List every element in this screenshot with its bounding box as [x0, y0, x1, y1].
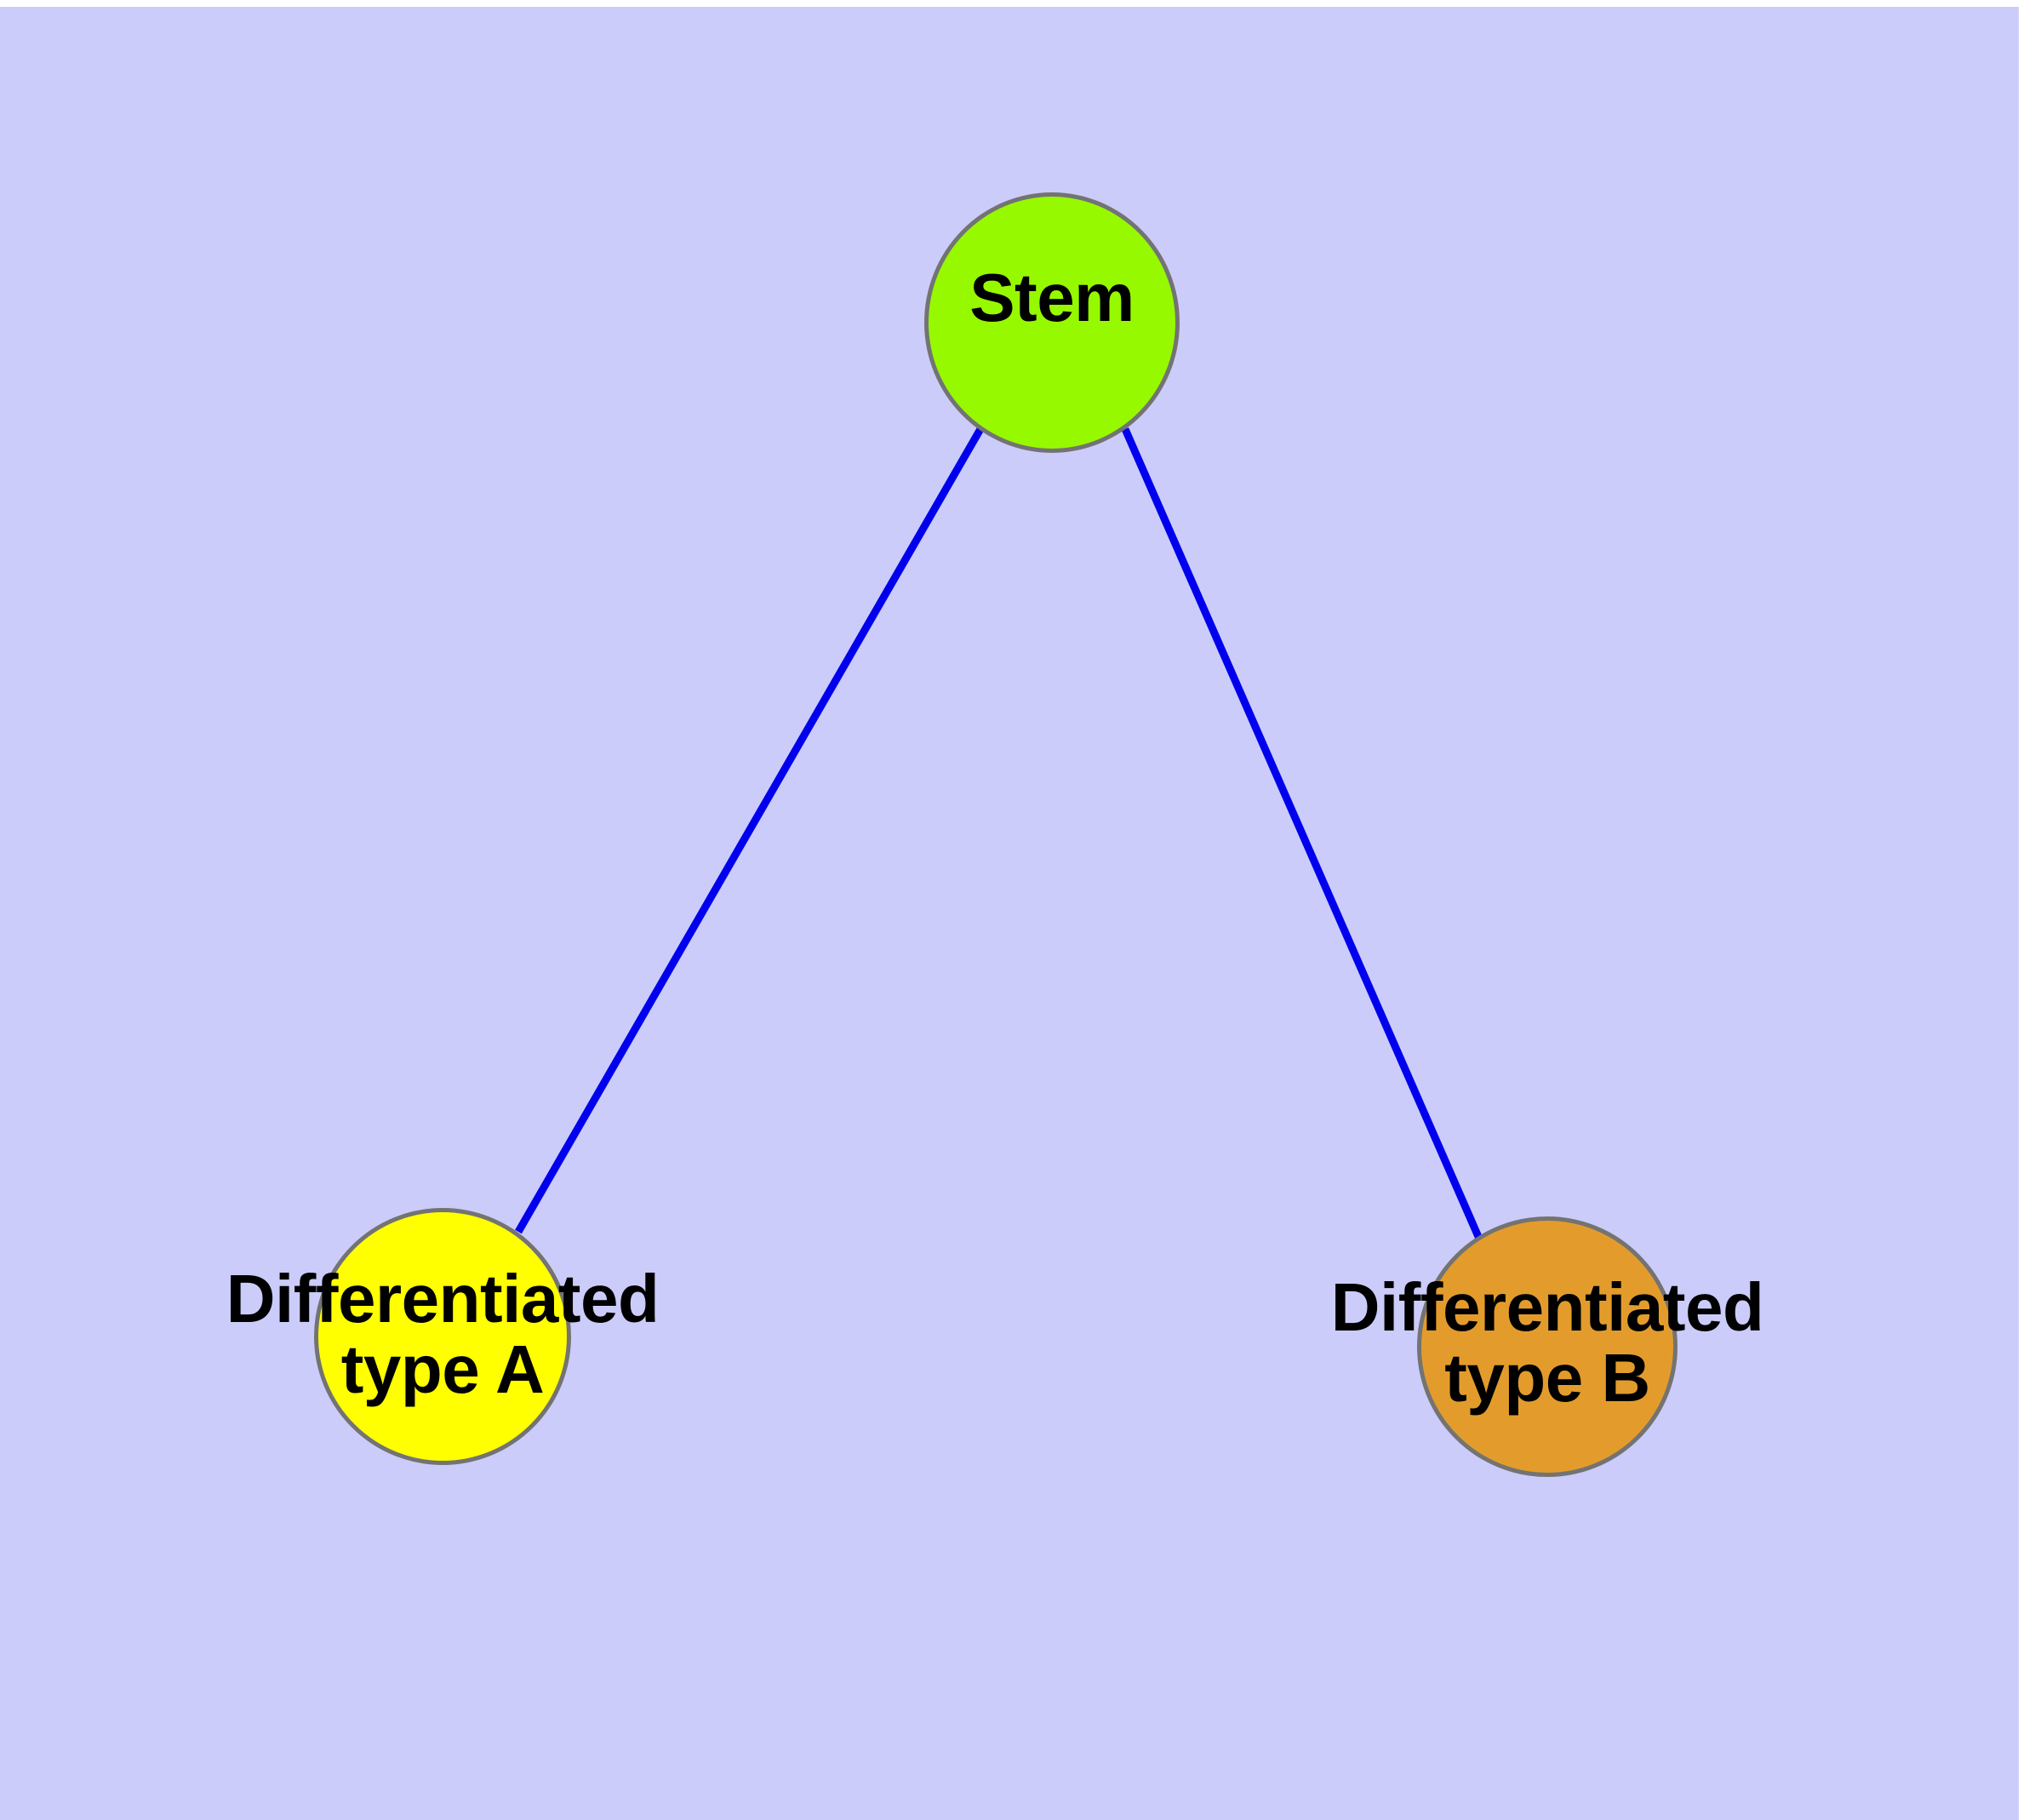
node-differentiated-type-a[interactable] [314, 1208, 571, 1465]
edge-stem-to-differentiated-type-b [1121, 427, 1483, 1240]
node-stem[interactable] [924, 192, 1180, 453]
edge-stem-to-differentiated-type-a [515, 426, 984, 1234]
node-differentiated-type-b[interactable] [1417, 1216, 1677, 1477]
